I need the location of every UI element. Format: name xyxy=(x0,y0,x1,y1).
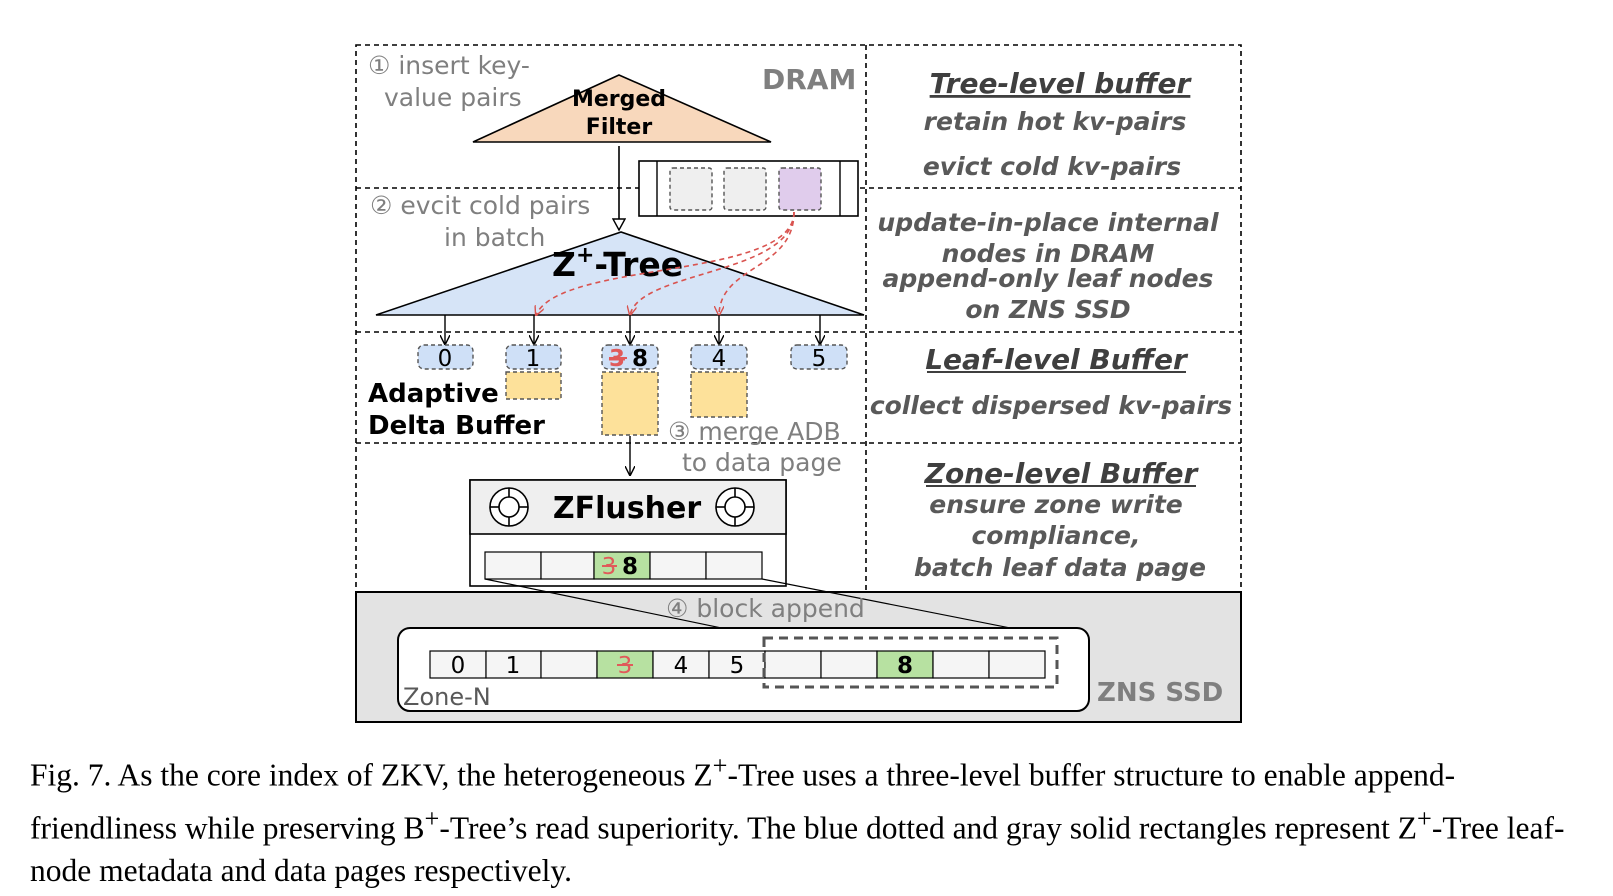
svg-text:evict cold kv-pairs: evict cold kv-pairs xyxy=(923,152,1181,181)
kv-buffer xyxy=(638,160,859,217)
svg-text:5: 5 xyxy=(730,653,745,679)
internal-node-panel: update-in-place internal nodes in DRAM a… xyxy=(877,208,1219,324)
zflusher: ZFlusher 3 8 xyxy=(469,479,787,587)
architecture-diagram: DRAM ① insert key- value pairs Merged Fi… xyxy=(355,44,1242,723)
svg-text:1: 1 xyxy=(506,653,521,679)
leaf-node-0: 0 xyxy=(417,344,474,372)
step3-label-line2: to data page xyxy=(682,448,842,477)
kv-slot xyxy=(669,167,713,211)
step4-label: ④ block append xyxy=(666,594,865,623)
merged-filter xyxy=(472,74,772,143)
svg-text:0: 0 xyxy=(451,653,466,679)
gear-icon xyxy=(715,487,755,527)
step2-label-line2: in batch xyxy=(444,223,545,252)
svg-text:compliance,: compliance, xyxy=(971,521,1140,550)
zplus-tree-label: Z+-Tree xyxy=(552,243,683,284)
svg-text:update-in-place internal: update-in-place internal xyxy=(877,208,1219,237)
leaf-level-panel: Leaf-level Buffer collect dispersed kv-p… xyxy=(870,343,1232,420)
gear-icon xyxy=(489,487,529,527)
svg-text:collect dispersed kv-pairs: collect dispersed kv-pairs xyxy=(870,391,1232,420)
svg-text:4: 4 xyxy=(712,346,727,372)
step2-label: ② evcit cold pairs xyxy=(370,191,590,220)
zns-ssd-label: ZNS SSD xyxy=(1097,678,1223,708)
svg-text:on ZNS SSD: on ZNS SSD xyxy=(965,295,1130,324)
tree-level-panel: Tree-level buffer retain hot kv-pairs ev… xyxy=(923,67,1193,181)
new-key: 8 xyxy=(632,346,648,372)
eviction-arrows xyxy=(536,211,795,315)
step1-label-line2: value pairs xyxy=(384,83,522,112)
leaf-node-5: 5 xyxy=(790,344,848,372)
dram-label: DRAM xyxy=(762,63,856,96)
merged-filter-label: Merged xyxy=(572,87,666,112)
kv-slot xyxy=(723,167,767,211)
zone-level-panel: Zone-level Buffer ensure zone write comp… xyxy=(914,457,1206,582)
svg-text:5: 5 xyxy=(812,346,827,372)
svg-text:append-only leaf nodes: append-only leaf nodes xyxy=(883,264,1214,293)
appended-block xyxy=(762,636,1059,689)
zone-label: Zone-N xyxy=(403,683,491,711)
leaf-node-4: 4 xyxy=(690,344,748,372)
svg-text:nodes in DRAM: nodes in DRAM xyxy=(942,239,1155,268)
step1-label: ① insert key- xyxy=(368,51,530,80)
adb-label-line2: Delta Buffer xyxy=(368,411,545,441)
leaf-node-3-8: 3 8 xyxy=(601,344,659,372)
merged-filter-label-line2: Filter xyxy=(586,115,653,140)
svg-text:retain hot kv-pairs: retain hot kv-pairs xyxy=(924,107,1187,136)
zone-level-title: Zone-level Buffer xyxy=(924,457,1200,490)
zflusher-new-key: 8 xyxy=(622,554,638,580)
zflusher-label: ZFlusher xyxy=(553,491,701,526)
svg-text:batch leaf data page: batch leaf data page xyxy=(914,553,1206,582)
kv-slot-hot xyxy=(778,167,822,211)
svg-text:0: 0 xyxy=(438,346,453,372)
step3-label: ③ merge ADB xyxy=(668,417,841,446)
leaf-node-1: 1 xyxy=(505,344,562,372)
zone-n: 0 1 3 4 5 8 Zone-N xyxy=(397,627,1090,712)
svg-text:1: 1 xyxy=(526,346,541,372)
figure-caption: Fig. 7. As the core index of ZKV, the he… xyxy=(30,751,1565,888)
adaptive-delta-buffers xyxy=(505,371,748,436)
svg-text:ensure zone write: ensure zone write xyxy=(929,490,1183,519)
tree-level-title: Tree-level buffer xyxy=(930,67,1193,100)
zone-new-key: 8 xyxy=(897,653,913,679)
leaf-level-title: Leaf-level Buffer xyxy=(925,343,1189,376)
svg-text:4: 4 xyxy=(674,653,689,679)
tree-to-leaf-arrows xyxy=(445,315,820,344)
zplus-tree xyxy=(375,231,865,316)
adb-label: Adaptive xyxy=(368,379,499,409)
